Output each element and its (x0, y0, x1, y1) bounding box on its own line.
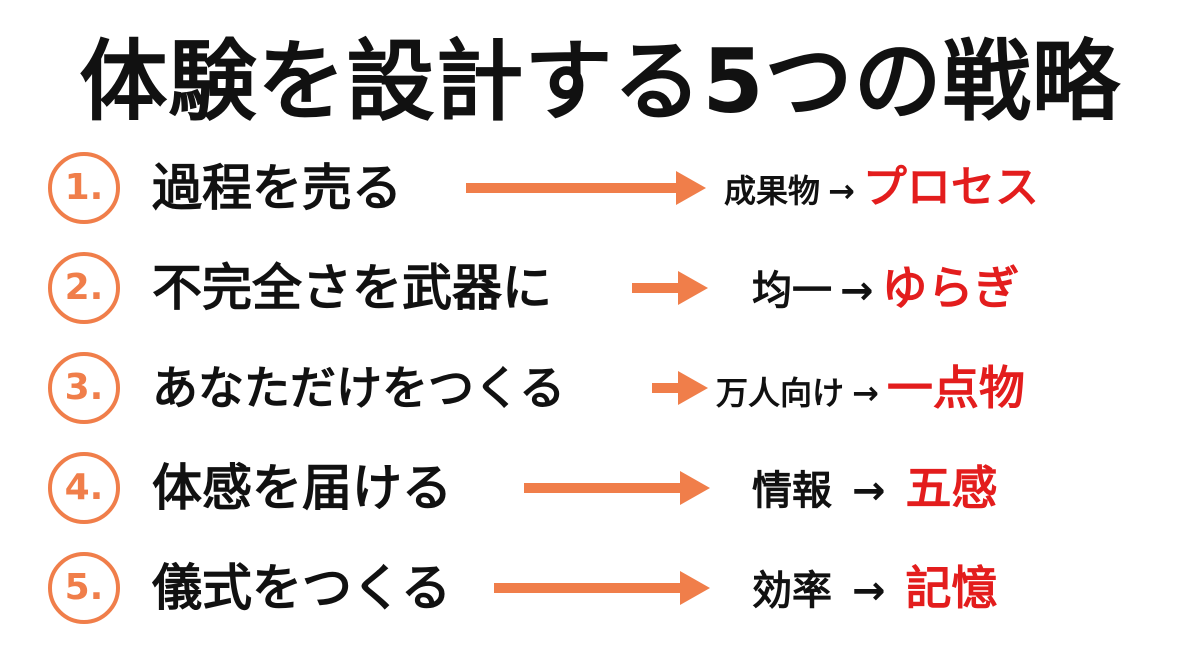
to-text: 一点物 (886, 361, 1025, 415)
small-arrow-icon: → (852, 374, 879, 412)
strategy-number: 4. (64, 467, 104, 508)
to-text: プロセス (862, 162, 1039, 213)
from-text: 均一 (752, 268, 832, 314)
strategy-label: あなただけをつくる (152, 361, 566, 415)
strategy-number: 2. (64, 267, 104, 308)
strategy-number-badge: 1. (48, 152, 120, 224)
from-text: 成果物 (724, 172, 821, 210)
strategy-row-1: 1. 過程を売る 成果物→プロセス (0, 142, 1200, 242)
from-text: 万人向け (716, 374, 845, 412)
transformation: 効率 → 記憶 (752, 542, 998, 634)
transformation: 情報 → 五感 (752, 442, 998, 534)
transformation: 万人向け→一点物 (716, 342, 1025, 434)
strategy-number: 5. (64, 567, 104, 608)
strategy-number-badge: 5. (48, 552, 120, 624)
strategy-number-badge: 2. (48, 252, 120, 324)
transformation: 均一→ゆらぎ (752, 242, 1020, 334)
strategy-row-4: 4. 体感を届ける 情報 → 五感 (0, 442, 1200, 542)
strategy-row-2: 2. 不完全さを武器に 均一→ゆらぎ (0, 242, 1200, 342)
strategy-number-badge: 3. (48, 352, 120, 424)
to-text: ゆらぎ (881, 261, 1020, 315)
strategy-number-badge: 4. (48, 452, 120, 524)
page-title: 体験を設計する5つの戦略 (79, 30, 1121, 133)
from-text: 情報 (752, 468, 832, 514)
to-text: 記憶 (905, 561, 998, 615)
strategy-label: 不完全さを武器に (152, 259, 552, 317)
strategy-label: 儀式をつくる (152, 559, 451, 617)
strategy-label: 体感を届ける (152, 459, 452, 517)
strategy-row-5: 5. 儀式をつくる 効率 → 記憶 (0, 542, 1200, 642)
small-arrow-icon: → (852, 568, 886, 614)
strategy-number: 1. (64, 167, 104, 208)
transformation: 成果物→プロセス (724, 142, 1039, 234)
small-arrow-icon: → (840, 268, 874, 314)
strategy-row-3: 3. あなただけをつくる 万人向け→一点物 (0, 342, 1200, 442)
to-text: 五感 (905, 461, 998, 515)
strategy-label: 過程を売る (152, 159, 402, 217)
small-arrow-icon: → (852, 468, 886, 514)
from-text: 効率 (752, 568, 832, 614)
small-arrow-icon: → (828, 172, 855, 210)
strategy-number: 3. (64, 367, 104, 408)
